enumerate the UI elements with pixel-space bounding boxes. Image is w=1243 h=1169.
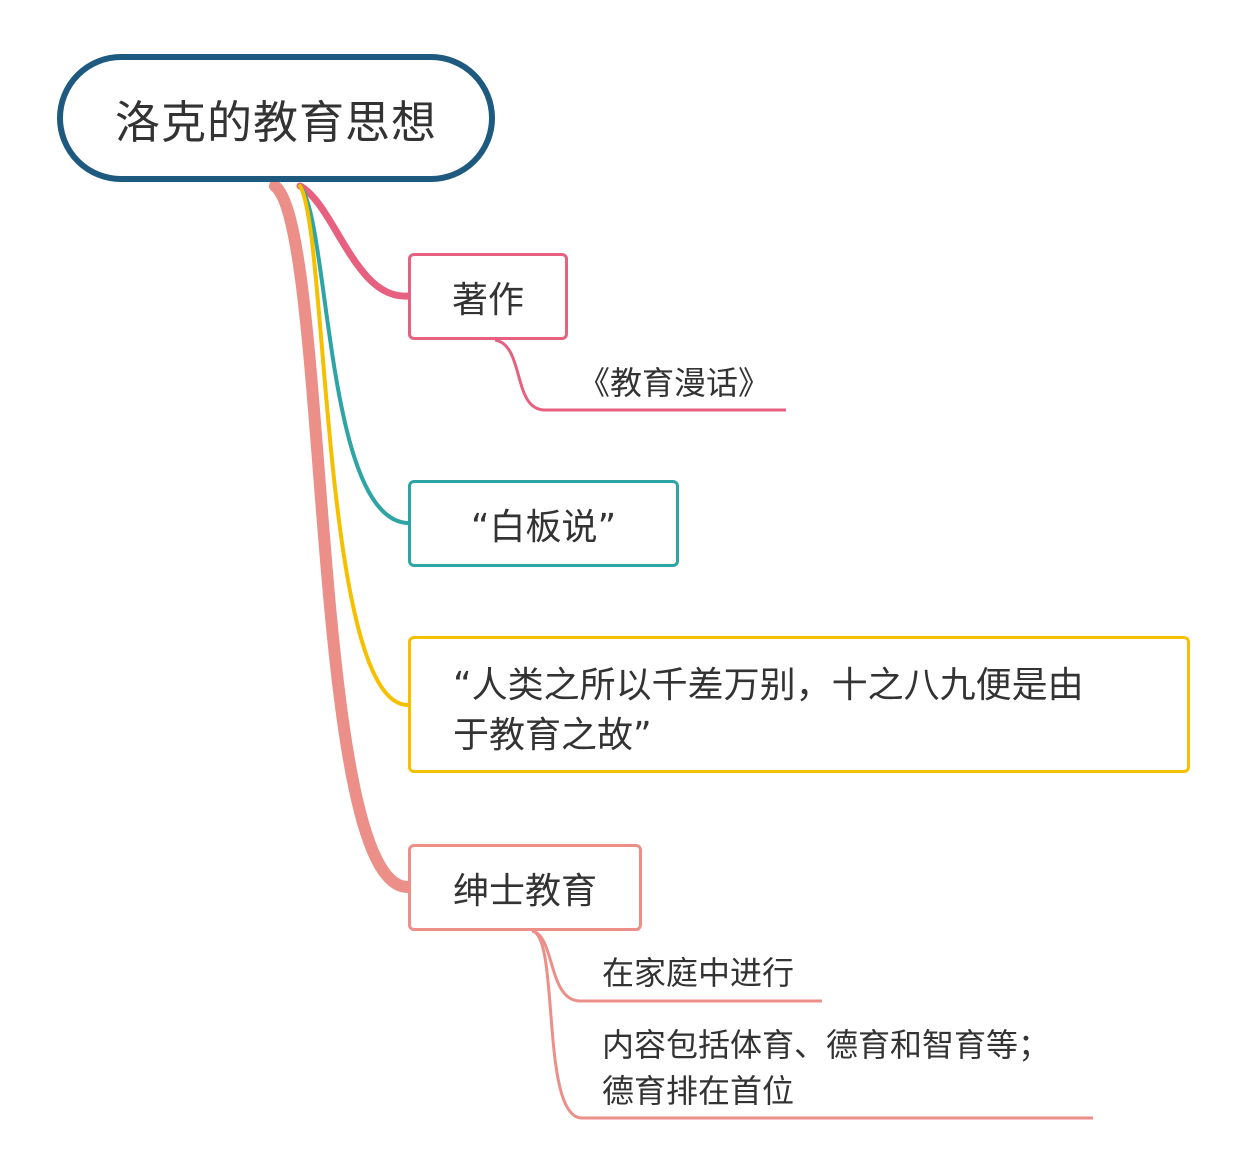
topic-gentleman-education-label: 绅士教育 [452, 870, 597, 912]
topic-works[interactable]: 著作 [408, 253, 568, 340]
topic-tabula-rasa[interactable]: “白板说” [408, 480, 679, 567]
subtopic-education-content[interactable]: 内容包括体育、德育和智育等； 德育排在首位 [602, 1022, 1050, 1114]
root-node[interactable]: 洛克的教育思想 [57, 54, 495, 182]
topic-tabula-rasa-label: “白板说” [470, 506, 617, 548]
content-line-1: 内容包括体育、德育和智育等； [602, 1026, 1051, 1064]
connector-works-book [494, 338, 786, 412]
connector-root-gentleman [269, 180, 414, 894]
connector-root-quote [298, 184, 410, 707]
content-line-2: 德育排在首位 [602, 1072, 795, 1110]
connector-gentleman-content [531, 929, 1093, 1120]
topic-works-label: 著作 [451, 279, 524, 321]
connector-root-tabula [298, 184, 410, 525]
connector-root-works [296, 182, 412, 300]
quote-line-1: “人类之所以千差万别，十之八九便是由 [453, 665, 1084, 706]
topic-gentleman-education[interactable]: 绅士教育 [408, 844, 642, 931]
subtopic-book-title[interactable]: 《教育漫话》 [578, 364, 771, 402]
topic-education-quote[interactable]: “人类之所以千差万别，十之八九便是由 于教育之故” [408, 636, 1190, 773]
quote-line-2: 于教育之故” [453, 715, 652, 756]
root-title: 洛克的教育思想 [114, 95, 437, 149]
subtopic-home-education[interactable]: 在家庭中进行 [602, 954, 795, 992]
